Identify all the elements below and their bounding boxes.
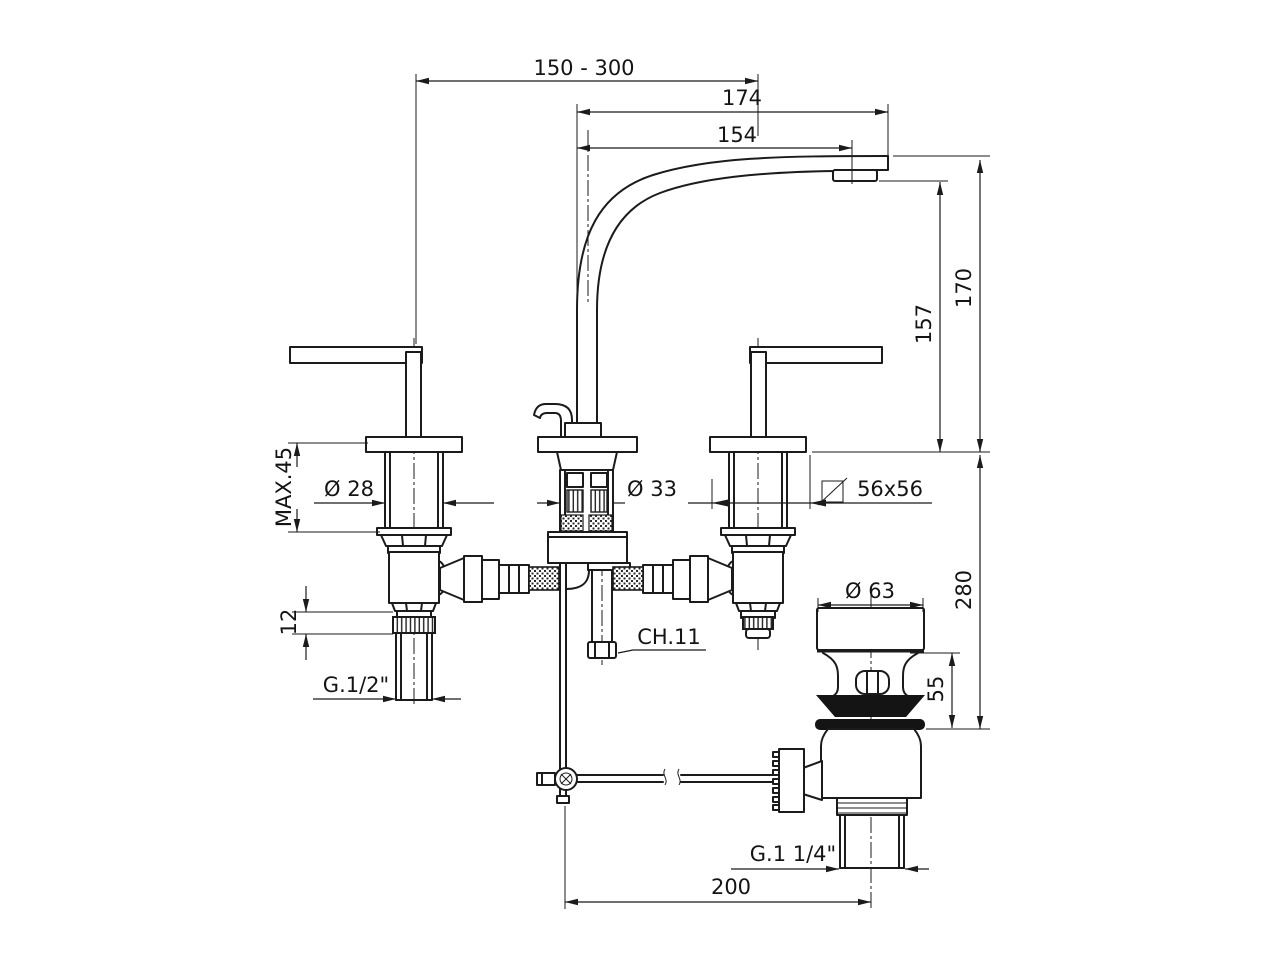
- waste-tailpipe: [839, 814, 905, 869]
- depth-below-label: 280: [952, 570, 976, 610]
- waste-gasket-ring: [815, 719, 925, 730]
- square-section-symbol: [817, 477, 848, 506]
- pop-up-rod: [559, 562, 567, 798]
- dimension-labels: 150 - 300 174 154 170 157 280 MAX.45 Ø 2…: [272, 56, 976, 899]
- waste-body: [820, 728, 922, 799]
- spout-collar: [564, 422, 602, 438]
- break-mark: [663, 768, 667, 786]
- hex-size-label: CH.11: [637, 625, 700, 649]
- break-mark: [677, 768, 681, 786]
- waste-height-label: 55: [924, 676, 948, 703]
- waste-thread-label: G.1 1/4": [750, 842, 836, 866]
- waste-neck-left: [822, 652, 839, 697]
- height-spout-label: 157: [912, 304, 936, 344]
- deck-max-label: MAX.45: [272, 447, 296, 527]
- inlet-thread-stub: [742, 616, 774, 630]
- drain-pull-knob: [533, 403, 573, 438]
- pop-up-waste: [772, 607, 925, 869]
- rod-offset-label: 200: [711, 875, 751, 899]
- rod-socket: [802, 760, 823, 801]
- inlet-cap: [745, 628, 771, 639]
- locknut-height-label: 12: [277, 609, 301, 636]
- waste-thread: [836, 797, 908, 816]
- escutcheon-size-label: 56x56: [857, 477, 923, 501]
- aerator: [832, 169, 878, 182]
- body-dia-label: Ø 33: [627, 477, 677, 501]
- reach-max-label: 174: [722, 86, 762, 110]
- right-valve: [612, 346, 883, 639]
- fillet: [565, 569, 590, 590]
- spread-label: 150 - 300: [533, 56, 634, 80]
- rod-foot: [556, 795, 570, 804]
- spout: [576, 155, 889, 438]
- hex-rod: [587, 569, 617, 659]
- cartridge: [559, 469, 614, 533]
- rod-knurled-nut: [772, 748, 805, 813]
- left-valve: [289, 346, 560, 701]
- ball-joint: [554, 767, 578, 791]
- spout-tip: [834, 155, 889, 171]
- inlet-thread-ring: [392, 616, 436, 634]
- waste-clamp: [855, 670, 890, 695]
- center-taper: [556, 451, 618, 471]
- spout-inner-curve: [596, 170, 837, 438]
- pop-up-linkage: [536, 767, 780, 804]
- waste-dia-label: Ø 63: [845, 579, 895, 603]
- center-body: [533, 403, 638, 798]
- spout-outer-curve: [576, 155, 889, 438]
- waste-flange-top: [816, 607, 925, 651]
- waste-neck-right: [902, 652, 919, 697]
- center-escutcheon: [537, 436, 638, 453]
- dimension-lines: [293, 77, 984, 906]
- reach-spout-label: 154: [717, 123, 757, 147]
- inlet-thread-label: G.1/2": [323, 673, 389, 697]
- inlet-tailpipe: [395, 632, 433, 701]
- waste-gasket-cone: [816, 695, 925, 717]
- handle-dia-label: Ø 28: [324, 477, 374, 501]
- hex-leader: [617, 649, 634, 654]
- hex-end-cap: [587, 641, 617, 659]
- height-max-label: 170: [952, 268, 976, 308]
- rod-end-stub: [536, 772, 556, 786]
